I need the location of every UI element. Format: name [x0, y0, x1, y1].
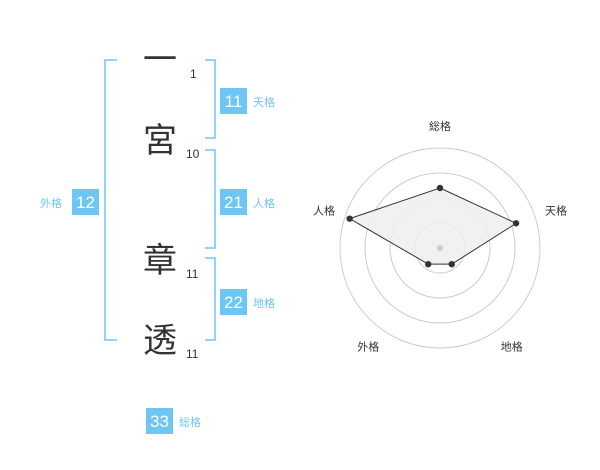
stroke-count-2: 10 [186, 147, 200, 161]
radar-point [448, 260, 455, 268]
name-char-4: 透 [143, 321, 177, 361]
radar-axis-label: 地格 [501, 340, 523, 354]
radar-polygon [348, 187, 518, 265]
radar-axis-label: 人格 [313, 203, 335, 217]
jinkaku-bracket [205, 149, 216, 249]
gaikaku-bracket [104, 59, 117, 341]
name-char-2: 宮 [143, 121, 177, 161]
soukaku-label: 総格 [179, 415, 201, 429]
tenkaku-label: 天格 [253, 95, 275, 109]
tenkaku-badge [220, 88, 247, 114]
radar-ring [339, 147, 541, 349]
jinkaku-value: 21 [224, 193, 243, 212]
stroke-count-4: 11 [186, 347, 199, 361]
soukaku-value: 33 [150, 412, 169, 431]
radar-center-dot [437, 245, 443, 251]
tenkaku-bracket [205, 59, 216, 139]
soukaku-badge [146, 408, 173, 434]
name-char-3: 章 [143, 241, 177, 281]
radar-point [346, 215, 353, 222]
jinkaku-badge [220, 189, 247, 215]
radar-point [425, 260, 432, 268]
gaikaku-value: 12 [76, 193, 95, 212]
chikaku-label: 地格 [253, 296, 275, 310]
radar-point [436, 184, 444, 192]
gaikaku-badge [72, 189, 99, 215]
chikaku-value: 22 [224, 293, 243, 312]
name-char-1: 一 [143, 40, 177, 80]
radar-axis-label: 総格 [429, 119, 451, 133]
stroke-count-3: 11 [186, 267, 199, 281]
chikaku-bracket [205, 257, 216, 341]
chikaku-badge [220, 289, 247, 315]
radar-axis-label: 外格 [357, 340, 379, 354]
radar-grid [339, 147, 541, 349]
jinkaku-label: 人格 [253, 196, 275, 210]
radar-axis-label: 天格 [545, 203, 567, 217]
gaikaku-label: 外格 [40, 196, 62, 210]
stroke-count-1: 1 [190, 67, 197, 81]
tenkaku-value: 11 [225, 92, 243, 111]
radar-ring [364, 172, 516, 324]
radar-point [512, 220, 520, 227]
